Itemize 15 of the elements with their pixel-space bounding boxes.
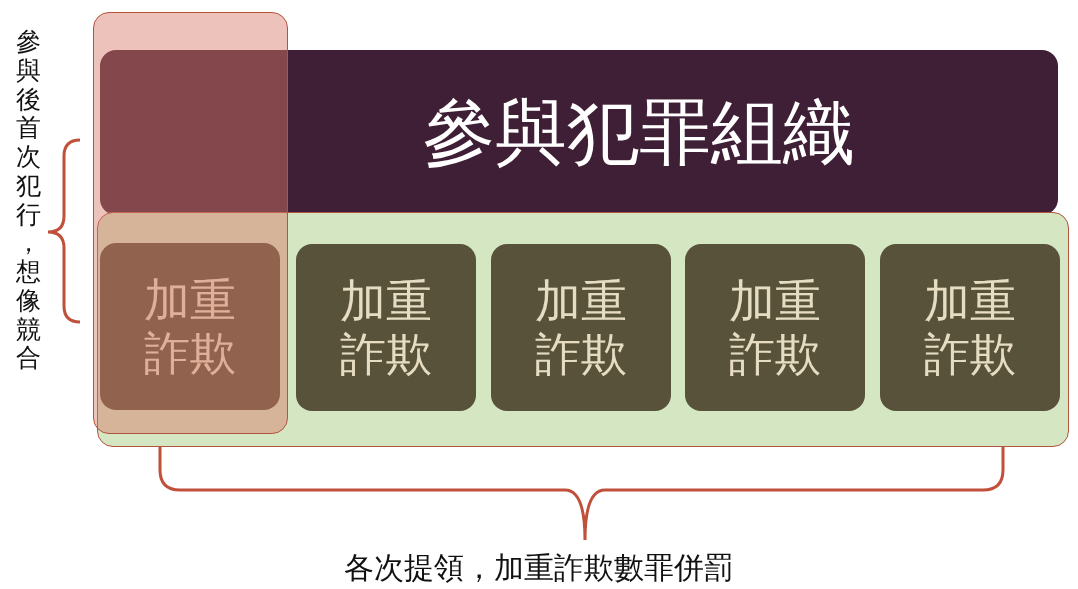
- highlight-overlay: [93, 12, 288, 434]
- offense-label: 加重詐欺: [534, 274, 628, 381]
- offense-label: 加重詐欺: [143, 273, 237, 380]
- offense-box: [296, 244, 476, 411]
- offense-box: [100, 243, 280, 410]
- offense-box: [880, 244, 1060, 411]
- offense-box: [685, 244, 865, 411]
- crime-group-box: [100, 50, 1058, 215]
- offense-box: [491, 244, 671, 411]
- offense-label: 加重詐欺: [728, 274, 822, 381]
- offense-label: 加重詐欺: [923, 274, 1017, 381]
- side-note: 參與後首次犯行，想像競合: [16, 28, 42, 373]
- bottom-note: 各次提領，加重詐欺數罪併罰: [343, 549, 735, 587]
- group-title: 參與犯罪組織: [423, 91, 855, 174]
- offense-label: 加重詐欺: [339, 274, 433, 381]
